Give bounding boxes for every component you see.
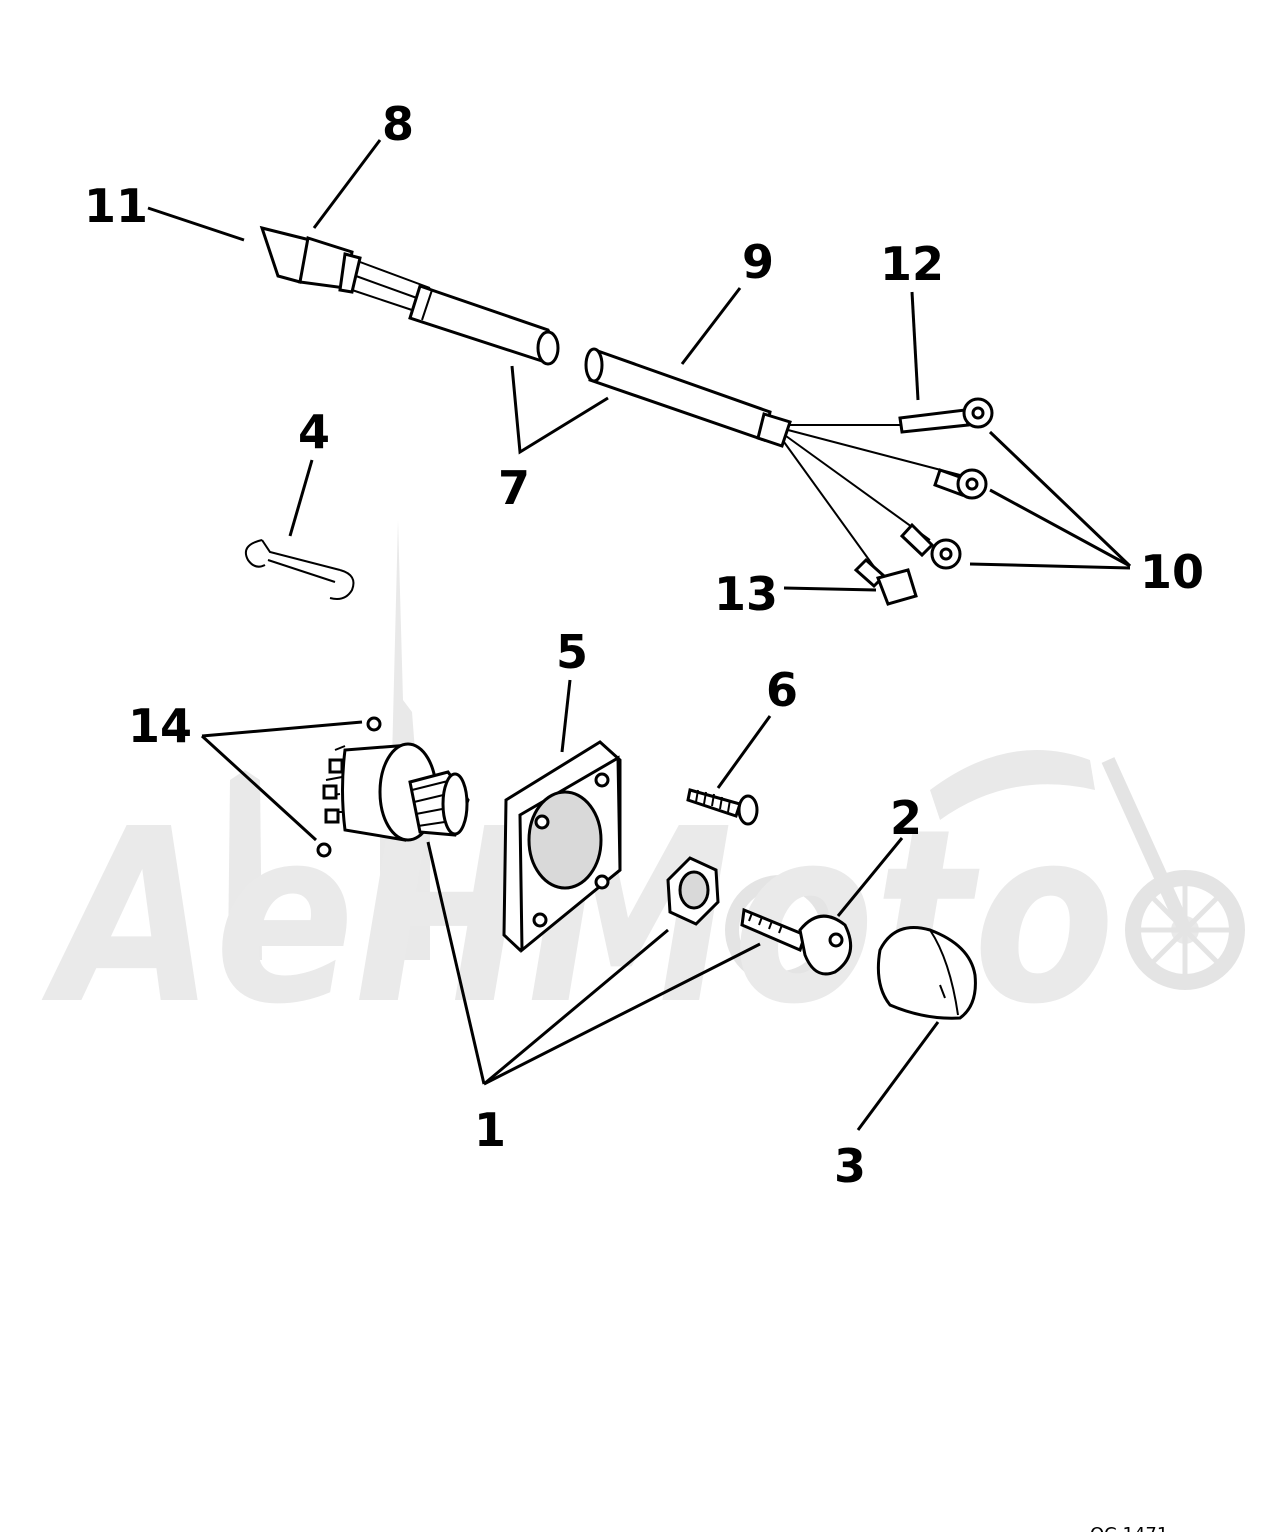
mounting-plate-part [502,740,622,954]
screw-part [686,788,759,826]
key-part [740,907,853,976]
nut-part [666,856,720,926]
callout-8: 8 [382,97,414,151]
leader-lines [147,139,1132,1131]
callout-2: 2 [890,791,922,845]
boot-cover-part [876,926,977,1020]
callout-6: 6 [766,663,798,717]
callout-7: 7 [498,461,530,515]
callout-10: 10 [1140,545,1204,599]
callout-1: 1 [474,1103,506,1157]
callout-14: 14 [128,699,192,753]
harness-connector-part [259,225,560,366]
callout-4: 4 [298,405,330,459]
watermark-logo: AeHMoto [41,520,1245,1057]
callout-labels: 8 11 9 12 4 7 10 13 5 6 14 2 1 3 [84,97,1204,1193]
callout-3: 3 [834,1139,866,1193]
callout-12: 12 [880,237,944,291]
ignition-switch-part [316,716,470,858]
callout-9: 9 [742,235,774,289]
callout-5: 5 [556,625,588,679]
figure-code: OC 1471 [1090,1524,1168,1532]
clip-part [244,539,355,600]
callout-11: 11 [84,179,148,233]
callout-13: 13 [714,567,778,621]
harness-cable-part [584,347,994,606]
